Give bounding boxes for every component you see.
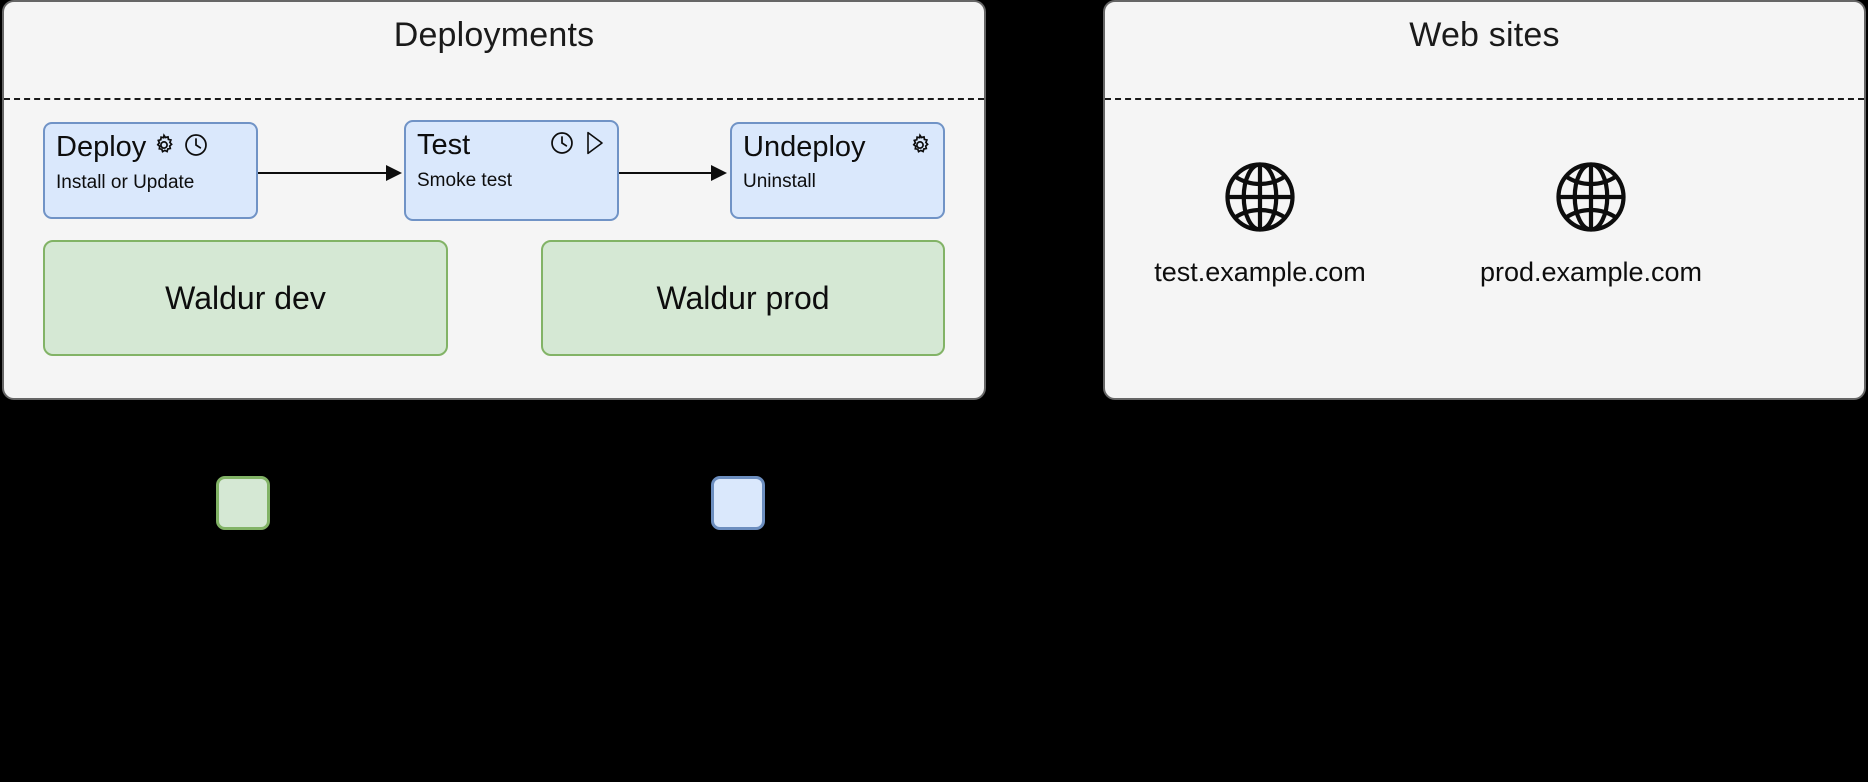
node-icon-group	[908, 132, 932, 162]
website-item-test[interactable]: test.example.com	[1110, 158, 1410, 288]
node-header: Undeploy	[743, 132, 932, 162]
gear-icon	[908, 132, 932, 162]
legend-swatch-process	[711, 476, 765, 530]
node-header: Test	[417, 130, 606, 161]
clock-icon	[549, 130, 575, 161]
legend-swatch-environment	[216, 476, 270, 530]
node-title: Test	[417, 129, 471, 162]
website-label: test.example.com	[1154, 257, 1366, 287]
node-header: Deploy	[56, 132, 245, 163]
website-item-prod[interactable]: prod.example.com	[1441, 158, 1741, 288]
process-node-test[interactable]: Test Smoke test	[404, 120, 619, 221]
environment-node-waldur-dev[interactable]: Waldur dev	[43, 240, 448, 356]
environment-node-waldur-prod[interactable]: Waldur prod	[541, 240, 945, 356]
process-node-deploy[interactable]: Deploy Install or Update	[43, 122, 258, 219]
websites-panel[interactable]: Web sites	[1103, 0, 1866, 400]
node-subtitle: Install or Update	[56, 172, 195, 193]
websites-panel-title: Web sites	[1409, 16, 1560, 54]
deployments-panel-title: Deployments	[393, 16, 595, 54]
arrow-head-icon	[386, 165, 402, 181]
play-icon	[582, 130, 606, 161]
globe-icon	[1441, 158, 1741, 241]
node-title: Undeploy	[743, 131, 866, 163]
environment-label: Waldur prod	[656, 279, 830, 316]
panel-divider	[1105, 98, 1864, 100]
connector-test-to-undeploy	[619, 172, 711, 174]
node-icon-group	[152, 132, 209, 163]
gear-icon	[152, 133, 176, 162]
node-icon-group	[549, 130, 606, 161]
node-title: Deploy	[56, 131, 147, 164]
environment-label: Waldur dev	[165, 279, 326, 316]
process-node-undeploy[interactable]: Undeploy Uninstall	[730, 122, 945, 219]
globe-icon	[1110, 158, 1410, 241]
node-subtitle: Uninstall	[743, 171, 816, 193]
connector-deploy-to-test	[258, 172, 386, 174]
panel-divider	[4, 98, 984, 100]
clock-icon	[183, 132, 209, 163]
arrow-head-icon	[711, 165, 727, 181]
node-subtitle: Smoke test	[417, 170, 513, 191]
website-label: prod.example.com	[1479, 257, 1703, 287]
